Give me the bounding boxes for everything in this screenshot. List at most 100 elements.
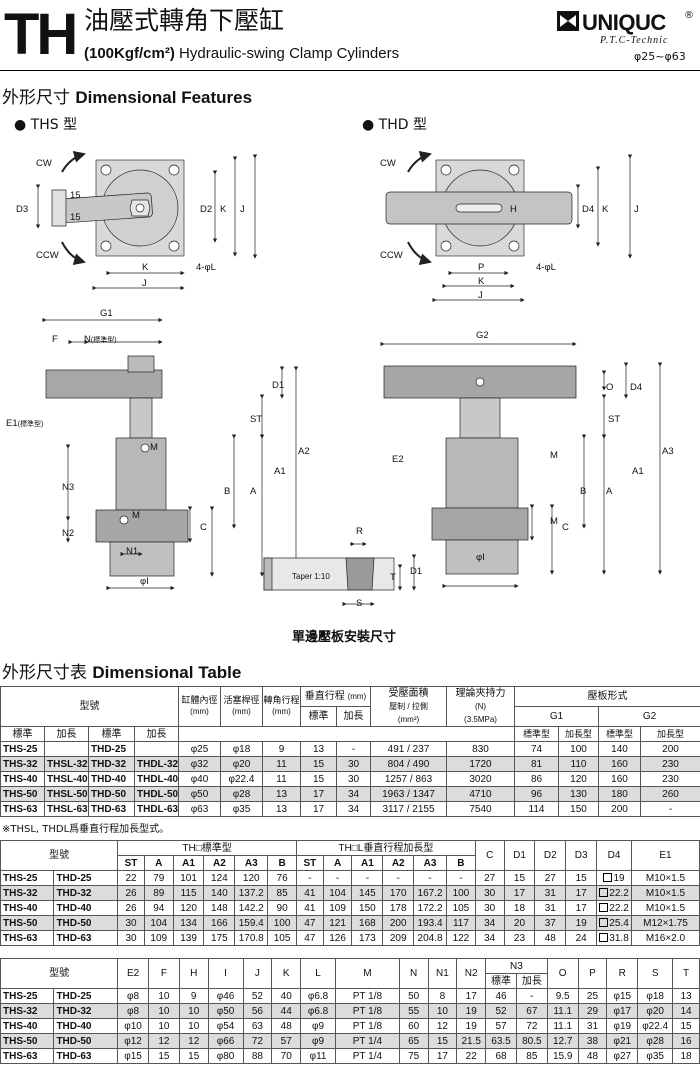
column-header: A	[143, 855, 174, 871]
t2-col-e1: E1	[631, 840, 700, 871]
table-cell: φ27	[606, 1048, 639, 1064]
t3-model: 型號	[0, 958, 119, 989]
table-cell: 22.2	[596, 900, 632, 916]
table-cell: 124	[203, 870, 236, 886]
table-cell: 12	[427, 1018, 458, 1034]
table-cell: THD-32	[88, 756, 135, 772]
label-d4: D4	[582, 204, 595, 215]
table-cell: 11	[262, 771, 301, 787]
table-cell: 23	[503, 930, 536, 946]
table-cell: 17	[300, 801, 337, 817]
table-cell: THDL-40	[134, 771, 179, 787]
table-cell: THD-63	[88, 801, 135, 817]
table-cell: 88	[242, 1048, 273, 1064]
label-g2: G2	[476, 330, 489, 341]
table-cell: 19	[456, 1003, 487, 1019]
table-cell: 15	[178, 1048, 209, 1064]
registered-mark: ®	[684, 10, 694, 21]
table-cell: THD-25	[53, 988, 119, 1004]
table-cell: THS-40	[0, 1018, 55, 1034]
t3-col-n: N	[398, 958, 429, 989]
table-cell: 140	[598, 741, 641, 757]
table-cell: φ35	[220, 801, 263, 817]
table-cell: THS-63	[0, 801, 45, 817]
table-cell: 34	[474, 930, 505, 946]
t3-col-j: J	[242, 958, 273, 989]
table-cell: THD-25	[53, 870, 119, 886]
table-cell: 34	[336, 786, 371, 802]
table-cell: 9	[262, 741, 301, 757]
th-g1: G1	[514, 706, 599, 727]
square-symbol-icon	[599, 933, 609, 943]
table-cell: φ17	[606, 1003, 639, 1019]
table-cell: 9	[178, 988, 209, 1004]
label-st-thd: ST	[608, 414, 621, 425]
column-header: B	[446, 855, 476, 871]
table-cell: 19	[456, 1018, 487, 1034]
table-cell: 26	[117, 900, 145, 916]
table-cell: 15	[427, 1033, 458, 1049]
label-n1: N1	[126, 546, 139, 557]
table-cell: φ10	[117, 1018, 149, 1034]
table-cell: PT 1/4	[335, 1033, 400, 1049]
table-cell: φ20	[220, 756, 263, 772]
table-cell: 17	[456, 988, 487, 1004]
table-cell: 150	[558, 801, 599, 817]
plate-caption: 單邊壓板安裝尺寸	[292, 630, 397, 645]
table-cell: -	[515, 988, 548, 1004]
table-cell: 140	[203, 885, 236, 901]
table-cell: -	[322, 870, 353, 886]
th-area: 受壓面積壓制 / 拉側(mm²)	[370, 686, 447, 727]
table-cell: THS-63	[0, 1048, 55, 1064]
table-cell: 15	[672, 1018, 700, 1034]
th-model-std2: 標準	[88, 726, 135, 742]
t3-col-l: L	[300, 958, 337, 989]
table-cell: 68	[485, 1048, 517, 1064]
label-t: T	[390, 572, 396, 583]
label-k-thd-side: K	[602, 204, 609, 215]
th-g2-ext: 加長型	[640, 726, 700, 742]
table-cell: M10×1.5	[631, 900, 700, 916]
spec-table-dimensions-1: 型號 TH□標準型 TH□L垂直行程加長型 C D1 D2 D3 D4 E1 S…	[0, 840, 700, 946]
table-cell: 55	[398, 1003, 429, 1019]
t2-std-group: TH□標準型	[117, 840, 297, 856]
table-cell: 200	[598, 801, 641, 817]
label-m-base: M	[132, 510, 140, 521]
table-cell: 10	[427, 1003, 458, 1019]
t2-ext-group: TH□L垂直行程加長型	[295, 840, 476, 856]
table-cell: 67	[515, 1003, 548, 1019]
t2-model: 型號	[0, 840, 119, 871]
table-cell: THS-25	[0, 741, 45, 757]
table-cell: PT 1/8	[335, 1018, 400, 1034]
label-15a: 15	[70, 190, 81, 201]
table-cell: 15.9	[546, 1048, 579, 1064]
table-cell: 101	[172, 870, 205, 886]
th-g1-ext: 加長型	[558, 726, 599, 742]
table-cell: THS-50	[0, 786, 45, 802]
table-cell	[134, 741, 179, 757]
label-15b: 15	[70, 212, 81, 223]
label-c-thd: C	[562, 522, 569, 533]
table-title: 外形尺寸表 Dimensional Table	[2, 663, 242, 683]
label-e2: E2	[392, 454, 404, 465]
table-cell: φ8	[117, 1003, 149, 1019]
table-cell: φ80	[207, 1048, 244, 1064]
label-f: F	[52, 334, 58, 345]
table-cell: 13	[672, 988, 700, 1004]
series-logo: TH	[4, 2, 78, 67]
table-cell: 173	[351, 930, 384, 946]
column-header: A1	[172, 855, 205, 871]
table-cell: THS-25	[0, 870, 55, 886]
label-ccw: CCW	[36, 250, 59, 261]
table-cell: 17	[565, 885, 598, 901]
t2-col-d3: D3	[565, 840, 598, 871]
table-cell: 30	[117, 930, 145, 946]
ths-type-label: ● THS 型	[14, 117, 78, 133]
th-bore: 缸體內徑(mm)	[178, 686, 221, 727]
table-cell: 260	[640, 786, 700, 802]
table-cell: 15	[565, 870, 598, 886]
